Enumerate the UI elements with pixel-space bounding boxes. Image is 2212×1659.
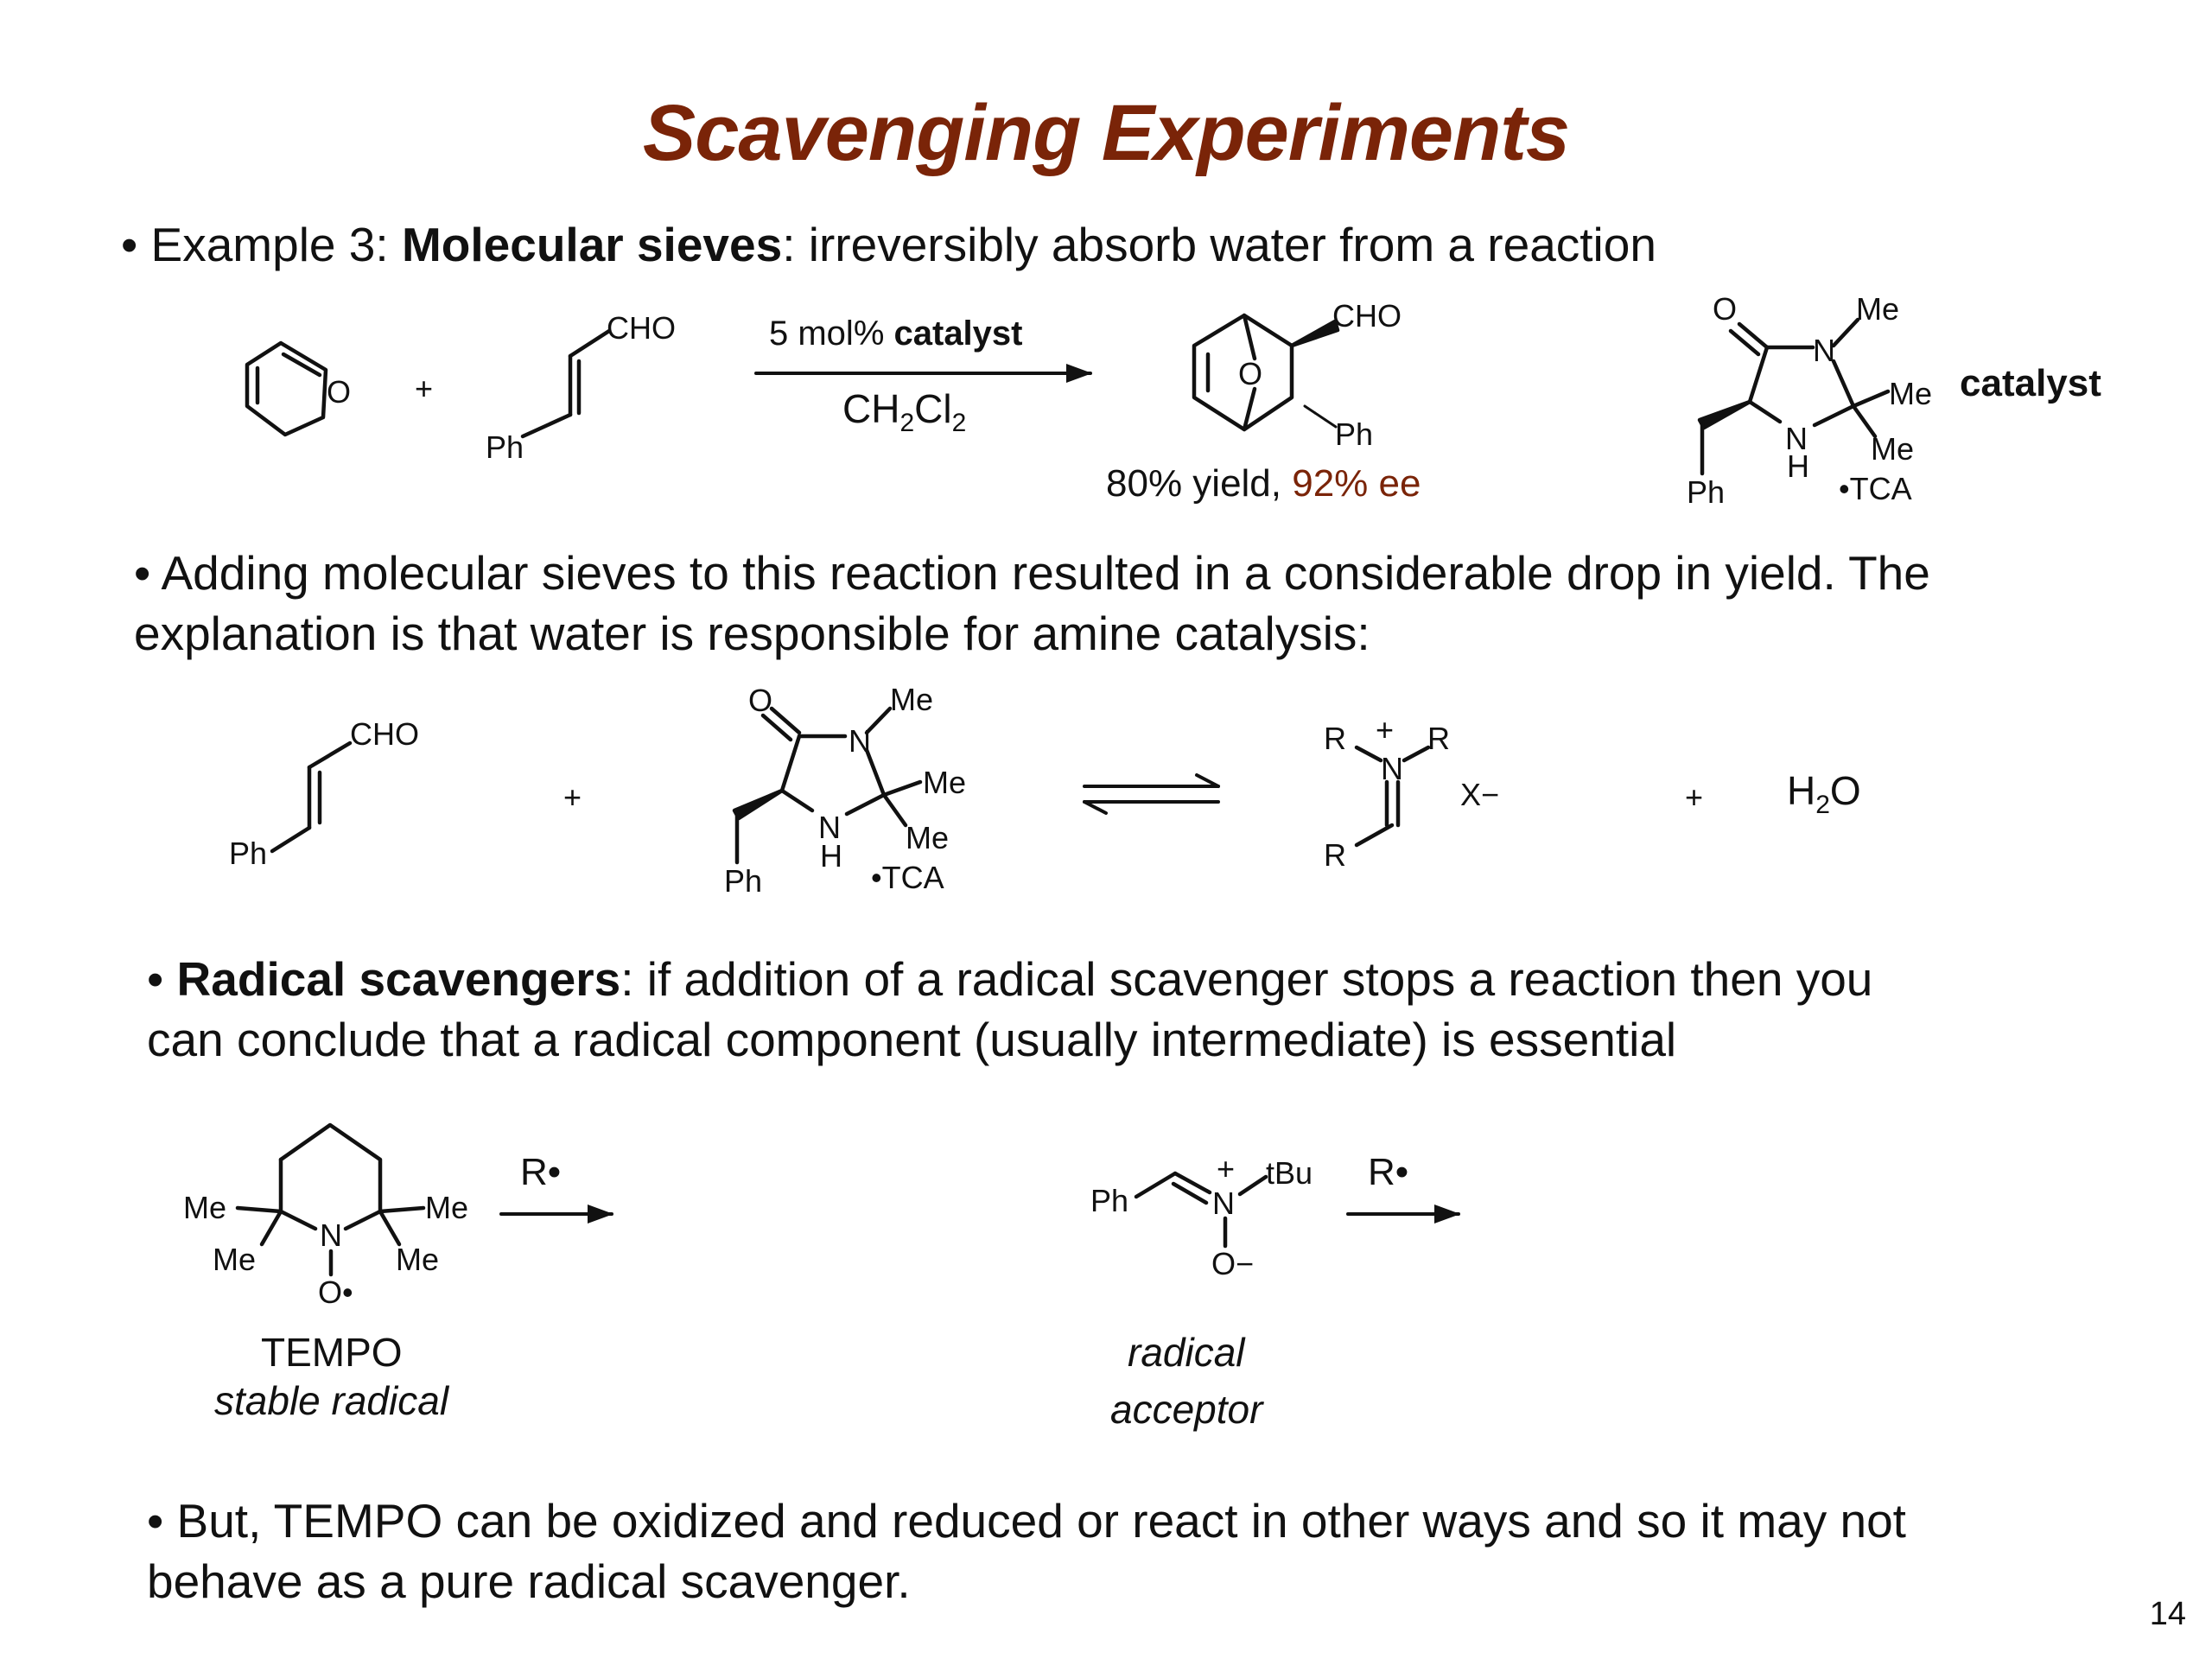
- furan-oxygen: O: [327, 374, 352, 410]
- bullet-molecular-sieves: • Example 3: Molecular sieves: irreversi…: [121, 214, 1656, 275]
- acceptor-label-line2: acceptor: [1110, 1387, 1263, 1432]
- acceptor-label-line1: radical: [1128, 1330, 1245, 1375]
- bridge-oxygen: O: [1238, 356, 1263, 391]
- methyl-label: Me: [890, 682, 934, 717]
- bullet-rest: : irreversibly absorb water from a react…: [782, 218, 1656, 271]
- bullet-bold: Radical scavengers: [176, 952, 621, 1006]
- tempo-nitrogen: N: [320, 1217, 342, 1253]
- tempo-name: TEMPO: [261, 1330, 403, 1375]
- reagent-label: 5 mol% catalyst: [769, 316, 1022, 351]
- iminium-structure: [1354, 745, 1431, 848]
- positive-charge: +: [1376, 712, 1395, 747]
- nitrone-nitrogen: N: [1212, 1185, 1235, 1221]
- positive-charge: +: [1217, 1151, 1236, 1186]
- bullet-adding-sieves: • Adding molecular sieves to this reacti…: [134, 543, 1930, 664]
- methyl-label: Me: [183, 1190, 227, 1225]
- plus-sign: +: [415, 371, 434, 406]
- radical-reagent-label: R•: [520, 1151, 562, 1193]
- water-label: H2O: [1787, 768, 1861, 820]
- r-group-label: R: [1324, 837, 1346, 873]
- methyl-label: Me: [396, 1242, 440, 1277]
- phenyl-label: Ph: [1687, 474, 1726, 510]
- reagent-amount: 5 mol%: [769, 315, 894, 353]
- phenyl-label: Ph: [1090, 1183, 1129, 1218]
- ee-text: 92% ee: [1292, 462, 1421, 505]
- furan-structure: [245, 340, 328, 437]
- bullet-rest: : if addition of a radical scavenger sto…: [620, 952, 1873, 1006]
- catalyst-structure-2: [732, 706, 923, 865]
- bullet-bold: Molecular sieves: [401, 218, 783, 271]
- cinnamaldehyde-structure-2: [270, 741, 353, 854]
- radical-reagent-label: R•: [1368, 1151, 1409, 1193]
- bullet-line: can conclude that a radical component (u…: [147, 1013, 1677, 1066]
- methyl-label: Me: [923, 765, 967, 800]
- product-aldehyde-label: CHO: [1332, 298, 1402, 334]
- equilibrium-arrow: [1083, 773, 1220, 815]
- bullet-line: • Adding molecular sieves to this reacti…: [134, 546, 1930, 600]
- methyl-label: Me: [906, 820, 950, 855]
- iminium-nitrogen: N: [1381, 751, 1403, 786]
- bullet-line: behave as a pure radical scavenger.: [147, 1554, 911, 1608]
- reagent-catalyst: catalyst: [893, 315, 1023, 353]
- bullet-line: explanation is that water is responsible…: [134, 607, 1370, 660]
- product-phenyl-label: Ph: [1335, 416, 1374, 452]
- tca-salt-label: •TCA: [871, 860, 944, 895]
- bullet-radical-scavengers: • Radical scavengers: if addition of a r…: [147, 949, 1872, 1070]
- plus-sign: +: [563, 779, 582, 815]
- amine-hydrogen: H: [1787, 448, 1809, 484]
- methyl-label: Me: [1871, 431, 1915, 467]
- slide-title: Scavenging Experiments: [642, 89, 1570, 177]
- yield-text: 80% yield,: [1106, 462, 1293, 505]
- cinnamaldehyde-structure: [520, 328, 612, 439]
- yield-ee-label: 80% yield, 92% ee: [1106, 465, 1421, 503]
- bullet-lead: • Example 3:: [121, 218, 402, 271]
- carbonyl-oxygen: O: [1713, 291, 1738, 327]
- amide-nitrogen: N: [1813, 333, 1835, 368]
- phenyl-label: Ph: [724, 863, 763, 899]
- bullet-tempo-caveat: • But, TEMPO can be oxidized and reduced…: [147, 1491, 1906, 1611]
- counterion-label: X−: [1460, 777, 1500, 812]
- r-group-label: R: [1324, 721, 1346, 756]
- r-group-label: R: [1427, 721, 1450, 756]
- oxygen-radical-label: O•: [318, 1274, 353, 1310]
- amine-hydrogen: H: [820, 838, 842, 874]
- amide-nitrogen: N: [849, 723, 871, 759]
- bicyclic-product-structure: [1192, 313, 1340, 432]
- nitrone-structure: [1134, 1171, 1268, 1249]
- solvent-label: CH2Cl2: [842, 386, 967, 438]
- bullet-lead: •: [147, 952, 177, 1006]
- oxide-label: O−: [1211, 1246, 1255, 1281]
- phenyl-label: Ph: [229, 836, 268, 871]
- phenyl-label: Ph: [486, 429, 524, 465]
- methyl-label: Me: [213, 1242, 257, 1277]
- amine-nitrogen: N: [1785, 421, 1808, 456]
- amine-nitrogen: N: [818, 810, 841, 845]
- plus-sign: +: [1685, 779, 1704, 815]
- tca-salt-label: •TCA: [1839, 471, 1912, 506]
- aldehyde-label: CHO: [607, 310, 676, 346]
- aldehyde-label: CHO: [350, 716, 419, 752]
- carbonyl-oxygen: O: [748, 683, 773, 718]
- catalyst-structure: [1697, 317, 1891, 476]
- tert-butyl-label: tBu: [1266, 1155, 1313, 1191]
- bullet-line: • But, TEMPO can be oxidized and reduced…: [147, 1494, 1906, 1548]
- tempo-description: stable radical: [214, 1378, 449, 1423]
- methyl-label: Me: [1889, 376, 1933, 411]
- methyl-label: Me: [425, 1190, 469, 1225]
- page-number: 14: [2149, 1596, 2186, 1632]
- catalyst-label: catalyst: [1960, 362, 2101, 404]
- methyl-label: Me: [1856, 291, 1900, 327]
- tempo-structure: [235, 1122, 426, 1277]
